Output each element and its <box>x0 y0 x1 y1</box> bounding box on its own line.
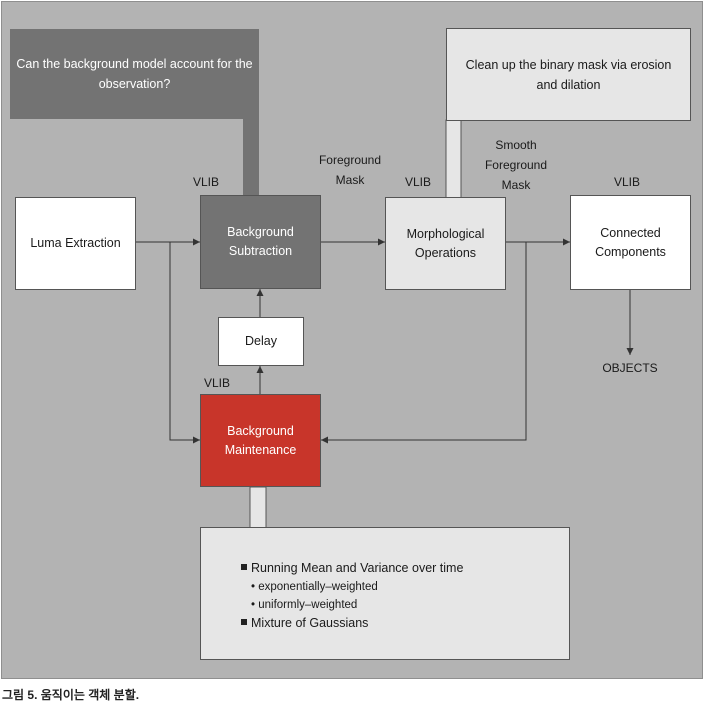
method-sub-uniform: • uniformly–weighted <box>251 599 358 611</box>
morphological-operations-box: Morphological Operations <box>385 197 506 290</box>
vlib-label-bgsub: VLIB <box>192 175 219 189</box>
vlib-label-connected: VLIB <box>613 175 640 189</box>
objects-label: OBJECTS <box>602 361 658 375</box>
callout-stem-morph <box>445 119 462 199</box>
luma-extraction-box: Luma Extraction <box>15 197 136 290</box>
vlib-label-maintenance: VLIB <box>203 376 230 390</box>
connected-components-box: Connected Components <box>570 195 691 290</box>
method-item-running-mean: Running Mean and Variance over time <box>241 559 463 577</box>
method-sub-exponential: • exponentially–weighted <box>251 581 378 593</box>
background-subtraction-box: Background Subtraction <box>200 195 321 289</box>
maintenance-methods-box: Running Mean and Variance over time • ex… <box>200 527 570 660</box>
arrow-luma-to-maintenance <box>169 242 200 444</box>
callout-stem-maintenance <box>249 486 267 529</box>
background-maintenance-box: Background Maintenance <box>200 394 321 487</box>
method-item-mixture: Mixture of Gaussians <box>241 614 368 632</box>
square-bullet-icon <box>241 564 247 570</box>
vlib-label-morph: VLIB <box>404 175 431 189</box>
callout-background-question: Can the background model account for the… <box>10 29 259 119</box>
method-item-text: Running Mean and Variance over time <box>251 561 464 575</box>
smooth-foreground-mask-label: Smooth Foreground Mask <box>484 138 548 192</box>
delay-box: Delay <box>218 317 304 366</box>
arrow-mask-to-maintenance <box>321 242 527 444</box>
method-item-text: Mixture of Gaussians <box>251 616 369 630</box>
square-bullet-icon <box>241 619 247 625</box>
foreground-mask-label: Foreground Mask <box>318 153 382 187</box>
figure-caption: 그림 5. 움직이는 객체 분할. <box>2 688 140 702</box>
callout-stem-bg <box>243 118 259 198</box>
callout-morph-note: Clean up the binary mask via erosion and… <box>446 28 691 121</box>
